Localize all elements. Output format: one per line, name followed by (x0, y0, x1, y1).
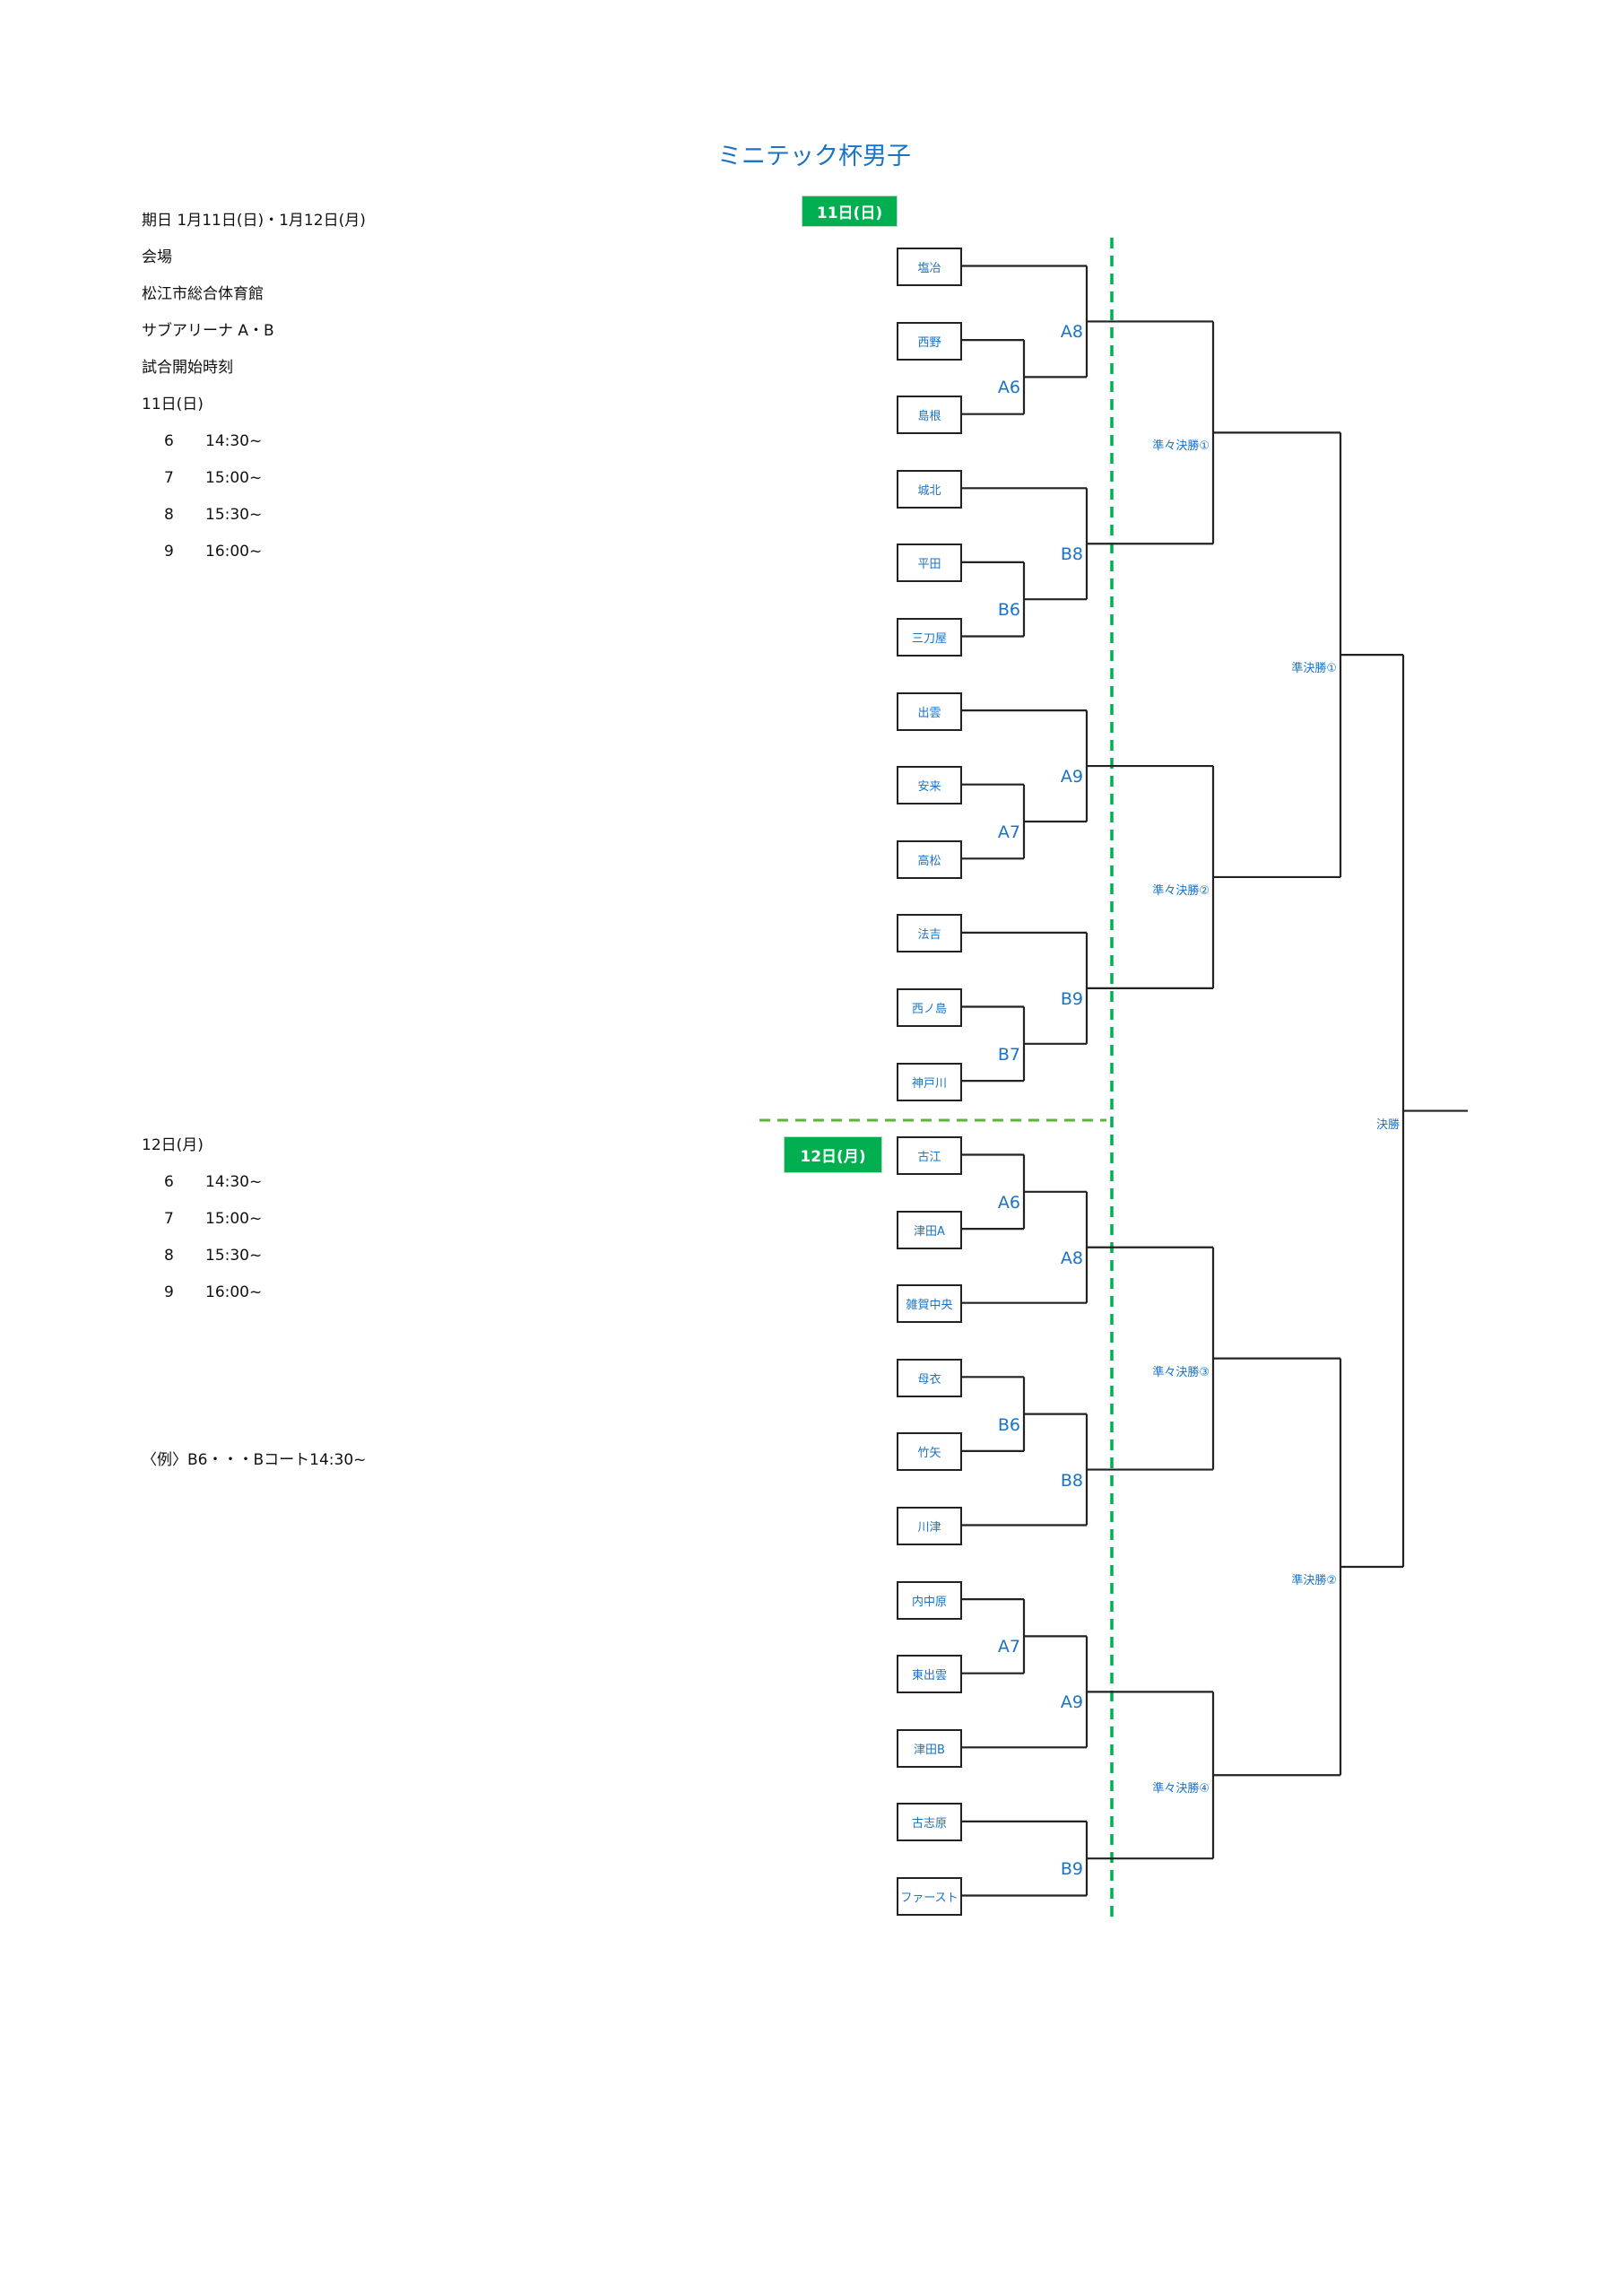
match-label: B8 (1060, 544, 1083, 565)
team-box: 法吉 (897, 914, 962, 953)
team-box: 出雲 (897, 691, 962, 731)
match-label: B9 (1060, 988, 1083, 1009)
team-box: 西ノ島 (897, 988, 962, 1027)
round-label: 決勝 (1375, 1118, 1400, 1132)
team-box: 古江 (897, 1136, 962, 1175)
team-box: 古志原 (897, 1803, 962, 1842)
match-label: B6 (997, 600, 1020, 621)
match-label: B8 (1060, 1470, 1083, 1491)
schedule-match-number: 9 (164, 543, 174, 561)
team-box: 高松 (897, 839, 962, 879)
schedule-time: 16:00~ (205, 543, 263, 561)
match-label: A6 (997, 378, 1020, 398)
round-label: 準決勝① (1291, 662, 1337, 676)
match-label: A9 (1060, 767, 1083, 787)
team-box: 平田 (897, 544, 962, 583)
round-label: 準決勝② (1291, 1573, 1337, 1587)
schedule-match-number: 6 (164, 432, 174, 450)
match-label: A8 (1060, 322, 1083, 343)
schedule-time: 14:30~ (205, 1173, 263, 1191)
schedule-match-number: 7 (164, 469, 174, 487)
venue-name: 松江市総合体育館 (142, 285, 264, 303)
match-label: A9 (1060, 1692, 1083, 1713)
team-box: 内中原 (897, 1580, 962, 1620)
team-box: 津田A (897, 1210, 962, 1249)
team-box: 竹矢 (897, 1432, 962, 1472)
match-label: B7 (997, 1044, 1020, 1065)
team-box: 雑賀中央 (897, 1284, 962, 1324)
team-box: 西野 (897, 321, 962, 361)
team-box: 東出雲 (897, 1655, 962, 1694)
date-line: 期日 1月11日(日)・1月12日(月) (142, 212, 366, 230)
round-label: 準々決勝① (1152, 439, 1210, 454)
team-box: 城北 (897, 469, 962, 509)
round-label: 準々決勝② (1152, 883, 1210, 898)
match-label: B9 (1060, 1859, 1083, 1880)
round-label: 準々決勝④ (1152, 1782, 1210, 1796)
schedule-time: 14:30~ (205, 432, 263, 450)
day1-schedule-label: 11日(日) (142, 396, 204, 413)
match-label: A7 (997, 822, 1020, 842)
team-box: 母衣 (897, 1358, 962, 1397)
venue-arena: サブアリーナ A・B (142, 322, 274, 340)
team-box: 三刀屋 (897, 618, 962, 657)
match-label: B6 (997, 1414, 1020, 1435)
team-box: 川津 (897, 1507, 962, 1545)
day2-schedule-label: 12日(月) (142, 1136, 204, 1154)
round-label: 準々決勝③ (1152, 1365, 1210, 1379)
day1-badge: 11日(日) (802, 196, 897, 226)
venue-label: 会場 (142, 248, 172, 266)
schedule-match-number: 6 (164, 1173, 174, 1191)
match-label: A8 (1060, 1248, 1083, 1268)
team-box: 安来 (897, 766, 962, 805)
schedule-match-number: 7 (164, 1210, 174, 1228)
start-times-label: 試合開始時刻 (142, 359, 233, 377)
team-box: 塩冶 (897, 248, 962, 286)
match-label: A6 (997, 1192, 1020, 1213)
team-box: 神戸川 (897, 1062, 962, 1101)
schedule-time: 15:30~ (205, 506, 263, 524)
team-box: ファースト (897, 1877, 962, 1916)
example-note: 〈例〉B6・・・Bコート14:30~ (142, 1451, 367, 1469)
schedule-match-number: 9 (164, 1283, 174, 1301)
schedule-time: 16:00~ (205, 1283, 263, 1301)
team-box: 津田B (897, 1728, 962, 1768)
page-title: ミニテック杯男子 (717, 143, 911, 170)
schedule-time: 15:00~ (205, 469, 263, 487)
schedule-time: 15:30~ (205, 1247, 263, 1265)
match-label: A7 (997, 1637, 1020, 1657)
team-box: 島根 (897, 396, 962, 435)
schedule-time: 15:00~ (205, 1210, 263, 1228)
schedule-match-number: 8 (164, 1247, 174, 1265)
schedule-match-number: 8 (164, 506, 174, 524)
day2-badge: 12日(月) (785, 1137, 881, 1172)
